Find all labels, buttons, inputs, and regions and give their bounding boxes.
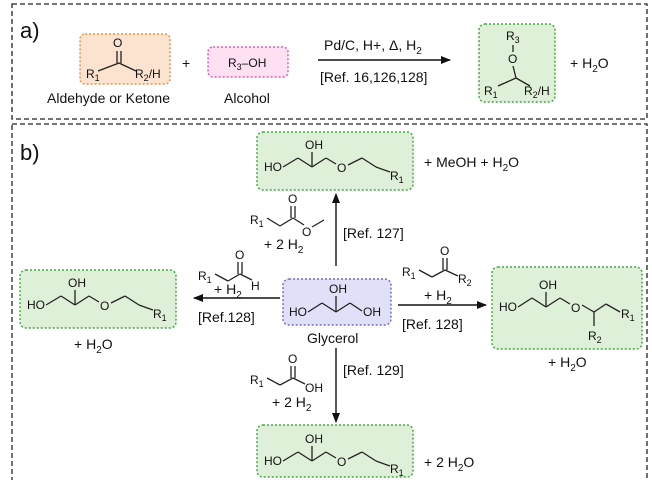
svg-text:O: O: [100, 299, 109, 313]
glycerol-box: [282, 278, 392, 326]
right-product-box: [491, 266, 643, 350]
svg-text:R1: R1: [250, 213, 264, 229]
aldehyde-ketone: O R1 R2/H Aldehyde or Ketone: [47, 33, 171, 106]
panel-b-label: b): [20, 140, 40, 165]
aldehyde-box: [79, 33, 171, 85]
ketone-reagent: R1 O R2 + H2: [402, 244, 472, 307]
svg-text:R1: R1: [250, 373, 264, 389]
right-reagent: + H2: [424, 287, 452, 307]
svg-text:HO: HO: [264, 454, 282, 468]
panel-a-label: a): [20, 18, 40, 43]
svg-text:OH: OH: [305, 381, 323, 395]
carbonyl-o: O: [113, 36, 122, 50]
left-product: HO OH O R1: [19, 269, 177, 329]
methyl-ester-reagent: R1 O O + 2 H2: [250, 192, 325, 256]
svg-text:OH: OH: [329, 282, 347, 296]
panel-b: b) HO OH O R1 + MeOH + H2O [Ref. 127] R1: [11, 123, 648, 480]
alcohol-formula: R3–OH: [228, 56, 266, 72]
carboxylic-acid-reagent: R1 O OH + 2 H2: [250, 352, 323, 414]
panel-a-frame: [11, 3, 648, 120]
product-r1: R1: [484, 84, 498, 100]
top-byproduct: + MeOH + H2O: [424, 154, 519, 174]
svg-text:H: H: [251, 279, 260, 293]
svg-text:O: O: [288, 352, 297, 366]
svg-text:R1: R1: [198, 269, 212, 285]
bottom-byproduct: + 2 H2O: [424, 454, 474, 474]
top-product: HO OH O R1: [256, 131, 414, 191]
left-byproduct: + H2O: [74, 336, 113, 356]
left-product-box: [19, 269, 177, 329]
top-product-box: [256, 131, 414, 191]
svg-text:HO: HO: [27, 298, 45, 312]
svg-text:R2: R2: [458, 272, 472, 288]
svg-text:O: O: [235, 248, 244, 262]
glycerol-caption: Glycerol: [307, 330, 358, 346]
aldehyde-r2-h: R2/H: [135, 67, 161, 83]
alcohol: R3–OH Alcohol: [207, 46, 289, 106]
svg-text:HO: HO: [289, 305, 307, 319]
alcohol-box: [207, 46, 289, 78]
svg-text:O: O: [440, 244, 449, 258]
product-r2-h: R2/H: [524, 84, 550, 100]
top-ref: [Ref. 127]: [343, 225, 404, 241]
svg-text:OH: OH: [305, 432, 323, 446]
svg-text:O: O: [288, 192, 297, 206]
svg-text:R1: R1: [402, 265, 416, 281]
ether-product-a: R3 O R1 R2/H: [478, 23, 556, 103]
svg-text:OH: OH: [363, 305, 381, 319]
bottom-product: HO OH O R1: [256, 424, 414, 478]
product-o: O: [508, 52, 517, 66]
svg-text:OH: OH: [305, 138, 323, 152]
svg-text:O: O: [302, 225, 311, 239]
alcohol-caption: Alcohol: [224, 90, 270, 106]
right-product: HO OH O R1 R2: [491, 266, 643, 350]
svg-text:R1: R1: [390, 462, 404, 478]
svg-text:R1: R1: [621, 307, 635, 323]
svg-text:OH: OH: [539, 278, 557, 292]
top-reagent: + 2 H2: [264, 236, 304, 256]
product-box-a: [478, 23, 556, 103]
svg-text:R2: R2: [588, 329, 602, 345]
right-byproduct: + H2O: [548, 354, 587, 374]
svg-text:O: O: [337, 161, 346, 175]
panel-b-frame: [11, 123, 648, 480]
svg-text:R1: R1: [153, 307, 167, 323]
glycerol: HO OH OH Glycerol: [282, 278, 392, 346]
bottom-product-box: [256, 424, 414, 478]
aldehyde-reagent: R1 O H + H2: [198, 248, 260, 301]
svg-text:O: O: [337, 455, 346, 469]
panel-a: a) O R1 R2/H Aldehyde or Ketone + R3–OH …: [11, 3, 648, 120]
svg-text:OH: OH: [68, 276, 86, 290]
product-r3: R3: [506, 29, 520, 45]
plus-sign: +: [182, 55, 190, 71]
aldehyde-caption: Aldehyde or Ketone: [47, 90, 170, 106]
left-ref: [Ref.128]: [198, 309, 255, 325]
bottom-reagent: + 2 H2: [272, 394, 312, 414]
svg-text:HO: HO: [264, 160, 282, 174]
reaction-ref-a: [Ref. 16,126,128]: [320, 69, 427, 85]
svg-text:O: O: [571, 301, 580, 315]
svg-text:HO: HO: [499, 300, 517, 314]
right-ref: [Ref. 128]: [402, 316, 463, 332]
aldehyde-r1: R1: [86, 67, 100, 83]
svg-text:R1: R1: [390, 169, 404, 185]
bottom-ref: [Ref. 129]: [343, 362, 404, 378]
reaction-conditions: Pd/C, H+, Δ, H2: [324, 37, 422, 57]
left-reagent: + H2: [214, 281, 242, 301]
water-byproduct-a: + H2O: [570, 55, 609, 75]
